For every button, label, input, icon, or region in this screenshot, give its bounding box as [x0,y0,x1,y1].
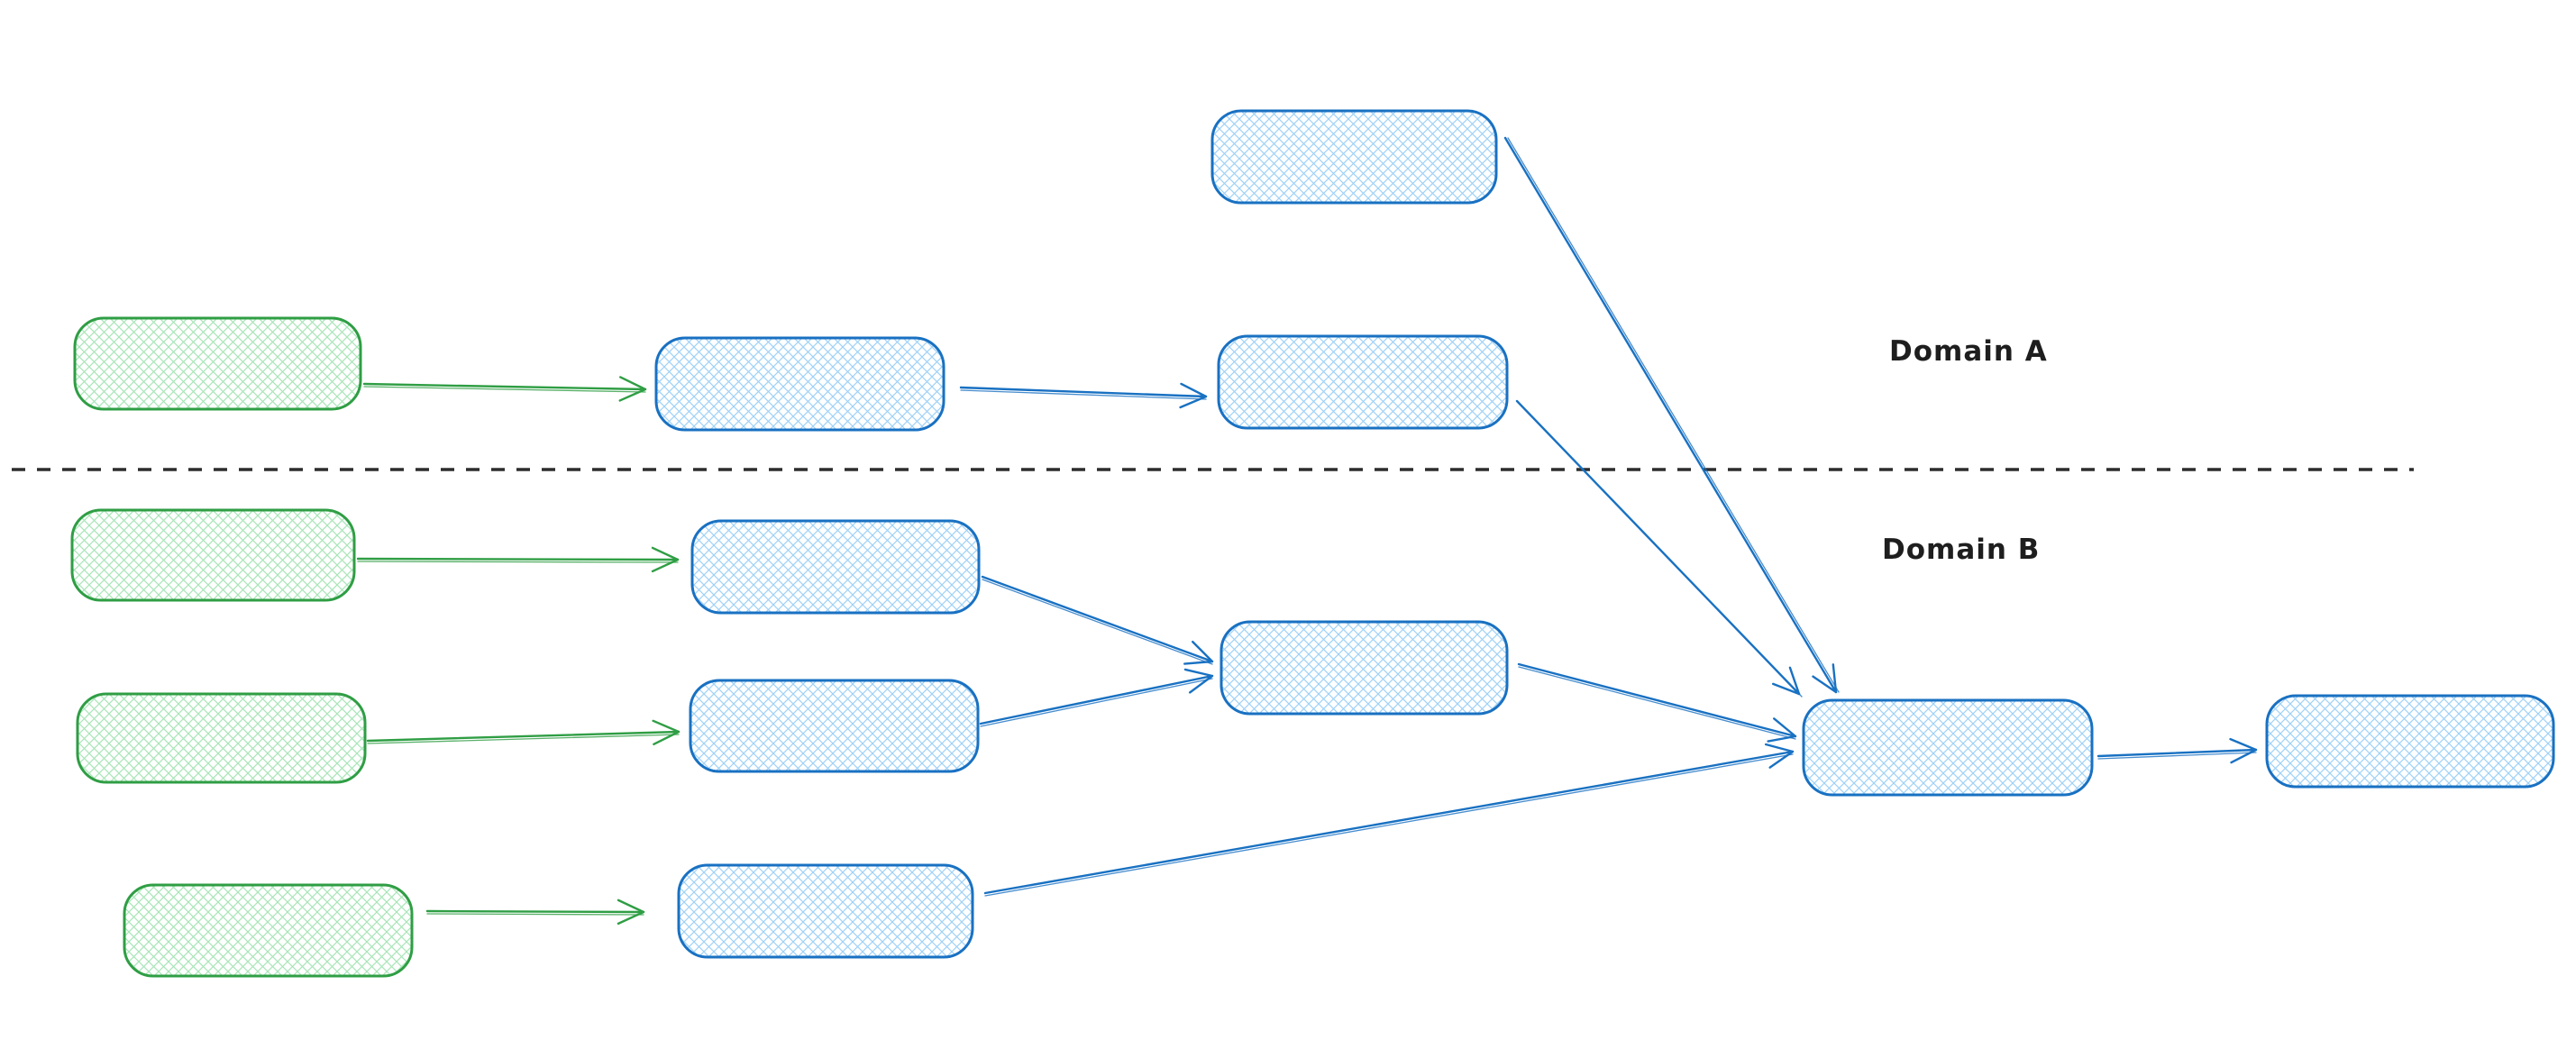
edge-echo [984,753,1794,897]
domain-b-label[interactable]: Domain B [1882,534,2041,566]
edge-a-top-source-to-hub[interactable] [1503,136,1838,694]
domain-a-label[interactable]: Domain A [1889,335,2048,368]
node-b-merge[interactable] [1219,620,1509,716]
node-a-step-1[interactable] [654,336,945,432]
node-output[interactable] [2265,694,2555,789]
node-a-green-source[interactable] [73,316,362,411]
edge-b-step-2-to-b-merge[interactable] [979,668,1214,725]
edge-b-green-source-2-to-b-step-2[interactable] [366,719,681,746]
edge-a-step-2-to-hub[interactable] [1515,399,1801,696]
edge-echo [980,678,1213,727]
node-hub[interactable] [1802,698,2094,797]
node-a-step-2[interactable] [1217,334,1509,430]
edge-a-green-source-to-a-step-1[interactable] [362,376,647,402]
edge-echo [1518,666,1796,740]
edge-echo [367,734,680,744]
node-b-green-source-2[interactable] [76,692,367,784]
node-b-green-source-3[interactable] [123,883,414,978]
node-b-step-1[interactable] [690,519,981,615]
edge-hub-to-output[interactable] [2096,737,2258,764]
edge-echo [426,913,644,916]
edge-echo [363,386,646,393]
edge-echo [1507,137,1840,693]
node-a-top-source[interactable] [1210,109,1498,205]
edge-b-green-source-3-to-b-step-3[interactable] [425,898,645,926]
edge-b-merge-to-hub[interactable] [1517,662,1797,743]
node-b-green-source-1[interactable] [70,508,356,602]
edge-echo [982,579,1213,665]
node-b-step-3[interactable] [677,863,974,959]
blue-edges [959,136,2258,897]
edge-b-step-3-to-hub[interactable] [983,743,1795,895]
edge-echo [357,561,679,563]
node-b-step-2[interactable] [689,679,980,773]
edge-b-green-source-1-to-b-step-1[interactable] [356,546,680,573]
edge-a-step-1-to-a-step-2[interactable] [959,382,1208,409]
edge-b-step-1-to-b-merge[interactable] [981,575,1214,665]
edge-echo [960,389,1207,400]
green-edges [356,376,681,926]
